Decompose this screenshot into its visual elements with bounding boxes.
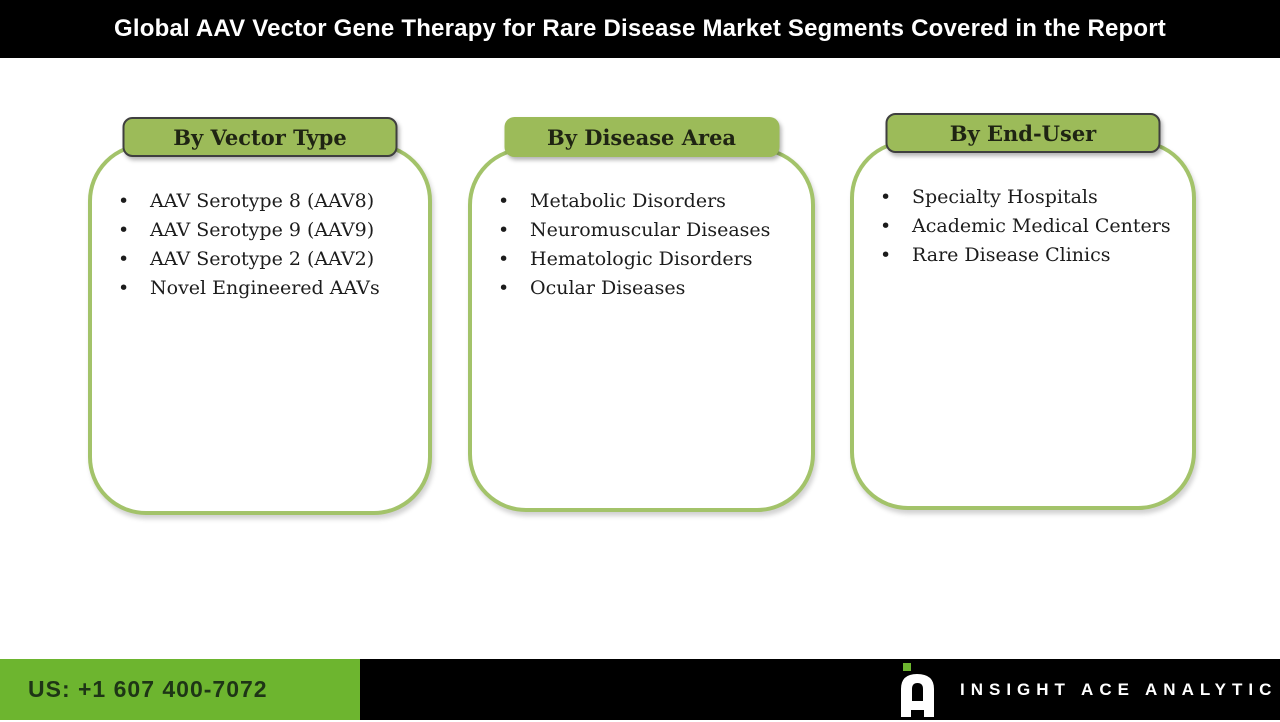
segment-tab-disease-area: By Disease Area (504, 117, 779, 157)
list-item: Novel Engineered AAVs (118, 274, 414, 303)
insight-ace-logo-icon (900, 662, 936, 717)
phone-label: US: +1 607 400-7072 (28, 676, 268, 702)
list-item: Rare Disease Clinics (880, 241, 1178, 270)
list-item: AAV Serotype 2 (AAV2) (118, 245, 414, 274)
segment-list: AAV Serotype 8 (AAV8)AAV Serotype 9 (AAV… (88, 143, 432, 303)
list-item: Metabolic Disorders (498, 187, 797, 216)
segment-tab-end-user: By End-User (885, 113, 1161, 153)
list-item: Ocular Diseases (498, 274, 797, 303)
segment-list: Metabolic DisordersNeuromuscular Disease… (468, 143, 815, 303)
segment-tab-vector-type: By Vector Type (122, 117, 398, 157)
list-item: AAV Serotype 9 (AAV9) (118, 216, 414, 245)
footer-brand-section: INSIGHT ACE ANALYTIC (900, 659, 1277, 720)
footer-bar: US: +1 607 400-7072 INSIGHT ACE ANALYTIC (0, 659, 1280, 720)
page-title: Global AAV Vector Gene Therapy for Rare … (114, 15, 1166, 42)
brand-name: INSIGHT ACE ANALYTIC (960, 679, 1278, 699)
list-item: Academic Medical Centers (880, 212, 1178, 241)
list-item: Specialty Hospitals (880, 183, 1178, 212)
list-item: Hematologic Disorders (498, 245, 797, 274)
header-bar: Global AAV Vector Gene Therapy for Rare … (0, 0, 1280, 58)
list-item: Neuromuscular Diseases (498, 216, 797, 245)
footer-phone-section: US: +1 607 400-7072 (0, 659, 360, 720)
list-item: AAV Serotype 8 (AAV8) (118, 187, 414, 216)
segment-tab-label: By End-User (949, 120, 1097, 146)
segment-tab-label: By Disease Area (546, 124, 737, 150)
segment-list: Specialty HospitalsAcademic Medical Cent… (850, 139, 1196, 270)
segment-tab-label: By Vector Type (173, 124, 347, 150)
